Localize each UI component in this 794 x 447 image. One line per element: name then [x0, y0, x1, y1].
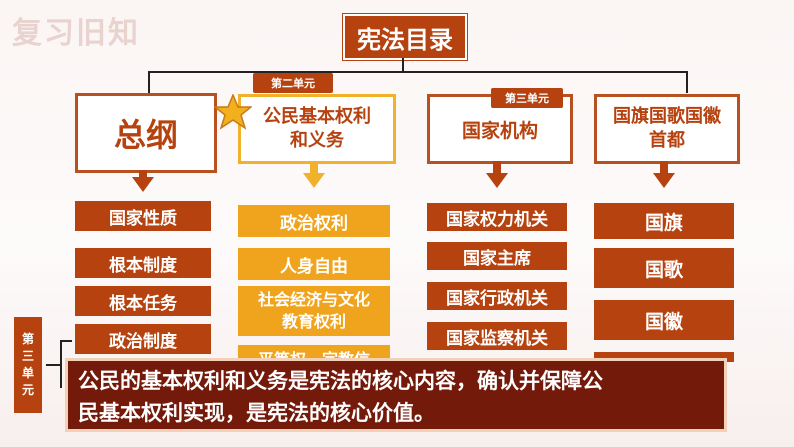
- star-icon: [212, 93, 254, 130]
- list-item: 国家监察机关: [427, 322, 567, 350]
- bracket-top: [60, 340, 72, 342]
- side-tag-char: 第: [21, 332, 34, 346]
- arrow-down-icon: [653, 173, 675, 188]
- list-item-line1: 社会经济与文化: [257, 290, 370, 309]
- list-item: 人身自由: [238, 248, 390, 280]
- column-title: 国家机构: [461, 119, 538, 142]
- column-title-line2: 和义务: [290, 130, 344, 151]
- unit-tag: 第二单元: [253, 73, 333, 93]
- summary-line1: 公民的基本权利和义务是宪法的核心内容，确认并保障公: [78, 368, 603, 393]
- list-item: 国家权力机关: [427, 203, 567, 231]
- arrow-down-icon: [303, 173, 325, 188]
- connector-col1: [148, 71, 150, 93]
- arrow-stem: [493, 161, 501, 173]
- arrow-stem: [660, 161, 668, 173]
- list-item: 国徽: [594, 300, 734, 340]
- connector-col4: [686, 71, 688, 93]
- column-title-line2: 首都: [649, 130, 685, 151]
- arrow-down-icon: [132, 177, 154, 192]
- unit-tag: 第三单元: [491, 88, 563, 108]
- list-item-line2: 教育权利: [281, 312, 346, 331]
- column-title-line1: 公民基本权利: [263, 106, 371, 127]
- list-item: 国家性质: [75, 201, 211, 231]
- list-item: 国家主席: [427, 242, 567, 270]
- column-flag-anthem-emblem: 国旗国歌国徽 首都: [594, 94, 740, 164]
- list-item: 根本制度: [75, 248, 211, 278]
- connector-horizontal: [148, 71, 688, 73]
- list-item-multiline: 社会经济与文化 教育权利: [238, 286, 390, 336]
- side-tag-char: 元: [21, 383, 34, 397]
- root-node: 宪法目录: [343, 14, 467, 60]
- arrow-stem: [139, 170, 147, 178]
- list-item-partial: [594, 352, 734, 362]
- side-tag-char: 单: [21, 366, 34, 380]
- bracket-mid: [46, 364, 60, 366]
- side-unit-tag: 第 三 单 元: [14, 317, 42, 413]
- list-item: 根本任务: [75, 286, 211, 316]
- bracket-vertical: [60, 340, 62, 388]
- list-item: 政治权利: [238, 205, 390, 237]
- list-item: 政治制度: [75, 324, 211, 354]
- connector-root-down: [402, 58, 404, 72]
- list-item: 国歌: [594, 248, 734, 288]
- column-citizen-rights: 公民基本权利 和义务: [238, 94, 396, 164]
- arrow-stem: [310, 161, 318, 173]
- arrow-down-icon: [486, 173, 508, 188]
- summary-overlay: 公民的基本权利和义务是宪法的核心内容，确认并保障公 民基本权利实现，是宪法的核心…: [65, 358, 727, 432]
- column-general-principles: 总纲: [75, 93, 217, 173]
- column-title-line1: 国旗国歌国徽: [613, 106, 721, 127]
- side-tag-char: 三: [21, 349, 34, 363]
- column-title: 总纲: [113, 116, 178, 154]
- summary-line2: 民基本权利实现，是宪法的核心价值。: [78, 400, 435, 425]
- page-header-title: 复习旧知: [12, 16, 140, 51]
- list-item: 国旗: [594, 203, 734, 239]
- list-item: 国家行政机关: [427, 282, 567, 310]
